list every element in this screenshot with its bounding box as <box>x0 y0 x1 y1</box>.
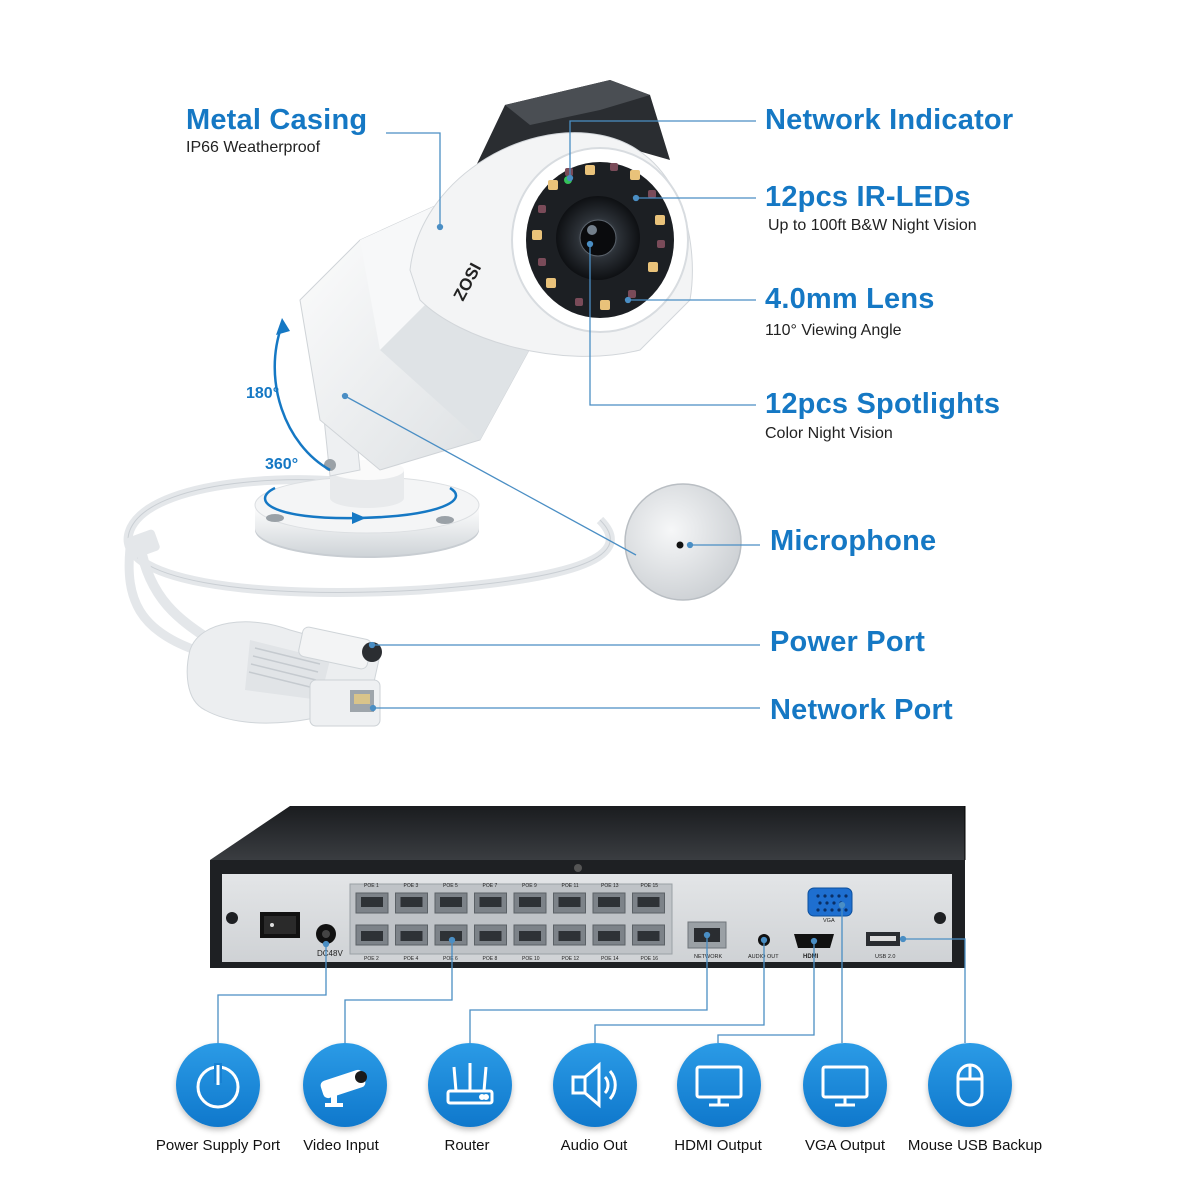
tilt-angle: 180° <box>246 385 279 402</box>
spotlights-sub: Color Night Vision <box>765 425 893 442</box>
port-caption: VGA Output <box>804 1137 886 1154</box>
lens-title: 4.0mm Lens <box>765 283 935 315</box>
port-caption: Mouse USB Backup <box>907 1137 1043 1154</box>
poe-port-socket <box>361 897 383 907</box>
poe-port-socket <box>637 897 660 907</box>
nvr-dc-label: DC48V <box>317 949 343 958</box>
nvr-top <box>210 806 965 860</box>
poe-port-label: POE 1 <box>364 883 379 889</box>
poe-port-label: POE 9 <box>522 883 537 889</box>
network-port-title: Network Port <box>770 694 953 726</box>
poe-port-label: POE 10 <box>522 956 540 962</box>
ir-led-ring <box>532 165 665 310</box>
port-caption: Video Input <box>303 1137 379 1154</box>
vga-monitor-icon <box>803 1043 887 1127</box>
poe-port-socket <box>637 931 660 941</box>
camera-illustration: ZOSI 180° 360° <box>123 80 760 727</box>
spotlights-title: 12pcs Spotlights <box>765 388 1001 420</box>
ir-leds-sub: Up to 100ft B&W Night Vision <box>768 217 977 234</box>
microphone-title: Microphone <box>770 525 937 557</box>
poe-port-label: POE 11 <box>562 883 579 889</box>
poe-port-socket <box>558 931 581 941</box>
tilt-arrow <box>273 324 331 472</box>
poe-port-socket <box>479 897 502 907</box>
poe-port-socket <box>519 931 541 941</box>
ir-leds-title: 12pcs IR-LEDs <box>765 181 971 213</box>
port-caption: Power Supply Port <box>155 1137 281 1154</box>
metal-casing-title: Metal Casing <box>186 104 368 136</box>
power-icon <box>176 1043 260 1127</box>
nvr-hdmi-label: HDMI <box>803 954 819 960</box>
router-icon <box>428 1043 512 1127</box>
poe-port-label: POE 5 <box>443 883 458 889</box>
poe-port-socket <box>361 931 383 941</box>
poe-port-socket <box>558 897 581 907</box>
network-indicator-title: Network Indicator <box>765 104 1014 136</box>
poe-port-socket <box>519 897 541 907</box>
poe-port-socket <box>598 931 620 941</box>
poe-port-label: POE 2 <box>364 956 379 962</box>
poe-port-label: POE 6 <box>443 956 458 962</box>
poe-port-label: POE 3 <box>404 883 419 889</box>
poe-port-socket <box>400 931 423 941</box>
poe-port-label: POE 12 <box>562 956 580 962</box>
poe-port-label: POE 16 <box>641 956 659 962</box>
poe-port-label: POE 15 <box>641 883 659 889</box>
poe-port-socket <box>479 931 502 941</box>
poe-port-socket <box>440 931 462 941</box>
camera-icon <box>303 1043 387 1127</box>
nvr-illustration: POE 1 POE 3 POE 5 POE 7 POE 9 POE 11 POE 13 POE… <box>210 806 966 1043</box>
poe-port-label: POE 8 <box>483 956 498 962</box>
hdmi-monitor-icon <box>677 1043 761 1127</box>
port-caption: Router <box>444 1137 490 1154</box>
poe-port-socket <box>598 897 620 907</box>
poe-port-label: POE 13 <box>601 883 619 889</box>
nvr-vga-port <box>807 887 853 917</box>
poe-port-socket <box>440 897 462 907</box>
port-caption: HDMI Output <box>674 1137 762 1154</box>
nvr-usb-label: USB 2.0 <box>875 954 895 960</box>
microphone-zoom <box>624 483 742 601</box>
mouse-icon <box>928 1043 1012 1127</box>
nvr-network-label: NETWORK <box>694 954 722 960</box>
poe-port-label: POE 4 <box>404 956 419 962</box>
pan-angle: 360° <box>265 456 298 473</box>
metal-casing-sub: IP66 Weatherproof <box>186 139 321 156</box>
poe-port-label: POE 7 <box>483 883 498 889</box>
speaker-icon <box>553 1043 637 1127</box>
nvr-vga-label: VGA <box>823 918 835 924</box>
lens-sub: 110° Viewing Angle <box>765 322 902 339</box>
port-caption: Audio Out <box>560 1137 628 1154</box>
poe-port-socket <box>400 897 423 907</box>
power-port-title: Power Port <box>770 626 926 658</box>
poe-port-label: POE 14 <box>601 956 619 962</box>
